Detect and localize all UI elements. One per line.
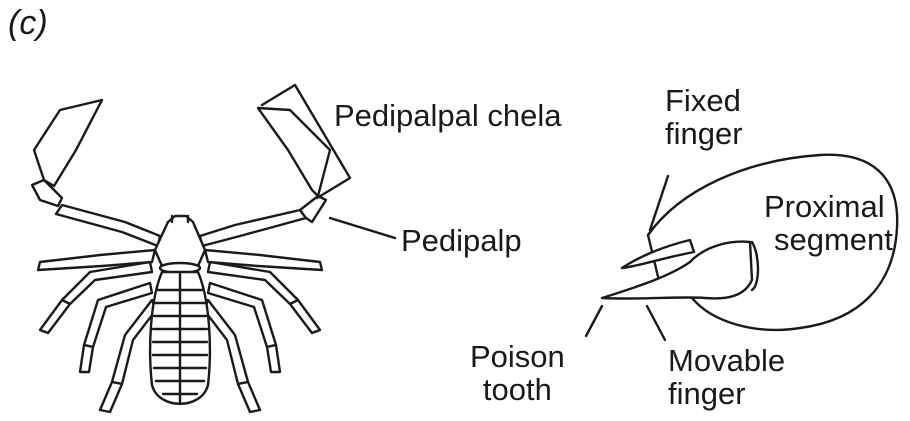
left-pedipalp bbox=[32, 100, 160, 246]
pseudoscorpion-drawing bbox=[32, 100, 330, 412]
poison-tooth-label-line1: Poison bbox=[470, 340, 565, 373]
proximal-segment-label-line1: Proximal bbox=[764, 190, 893, 223]
movable-finger-label-line1: Movable bbox=[668, 344, 785, 377]
proximal-segment-label: Proximal segment bbox=[764, 190, 893, 256]
poison-tooth-label: Poison tooth bbox=[470, 340, 565, 406]
left-legs bbox=[38, 250, 156, 412]
poison-tooth-leader bbox=[586, 306, 602, 336]
movable-finger-leader bbox=[647, 306, 665, 340]
fixed-finger-label-line1: Fixed bbox=[665, 84, 743, 117]
right-pedipalp bbox=[200, 108, 330, 246]
panel-label: (c) bbox=[8, 4, 48, 43]
poison-tooth-label-line2: tooth bbox=[470, 373, 565, 406]
fixed-finger-label-line2: finger bbox=[665, 117, 743, 150]
pedipalp-leader bbox=[330, 218, 395, 238]
pedipalpal-chela-label: Pedipalpal chela bbox=[334, 99, 562, 132]
proximal-segment-label-line2: segment bbox=[764, 223, 893, 256]
movable-finger-label: Movable finger bbox=[668, 344, 785, 410]
right-legs bbox=[204, 250, 322, 412]
movable-finger-label-line2: finger bbox=[668, 377, 785, 410]
pedipalp-label: Pedipalp bbox=[401, 224, 522, 257]
cephalothorax bbox=[155, 216, 205, 266]
fixed-finger-label: Fixed finger bbox=[665, 84, 743, 150]
